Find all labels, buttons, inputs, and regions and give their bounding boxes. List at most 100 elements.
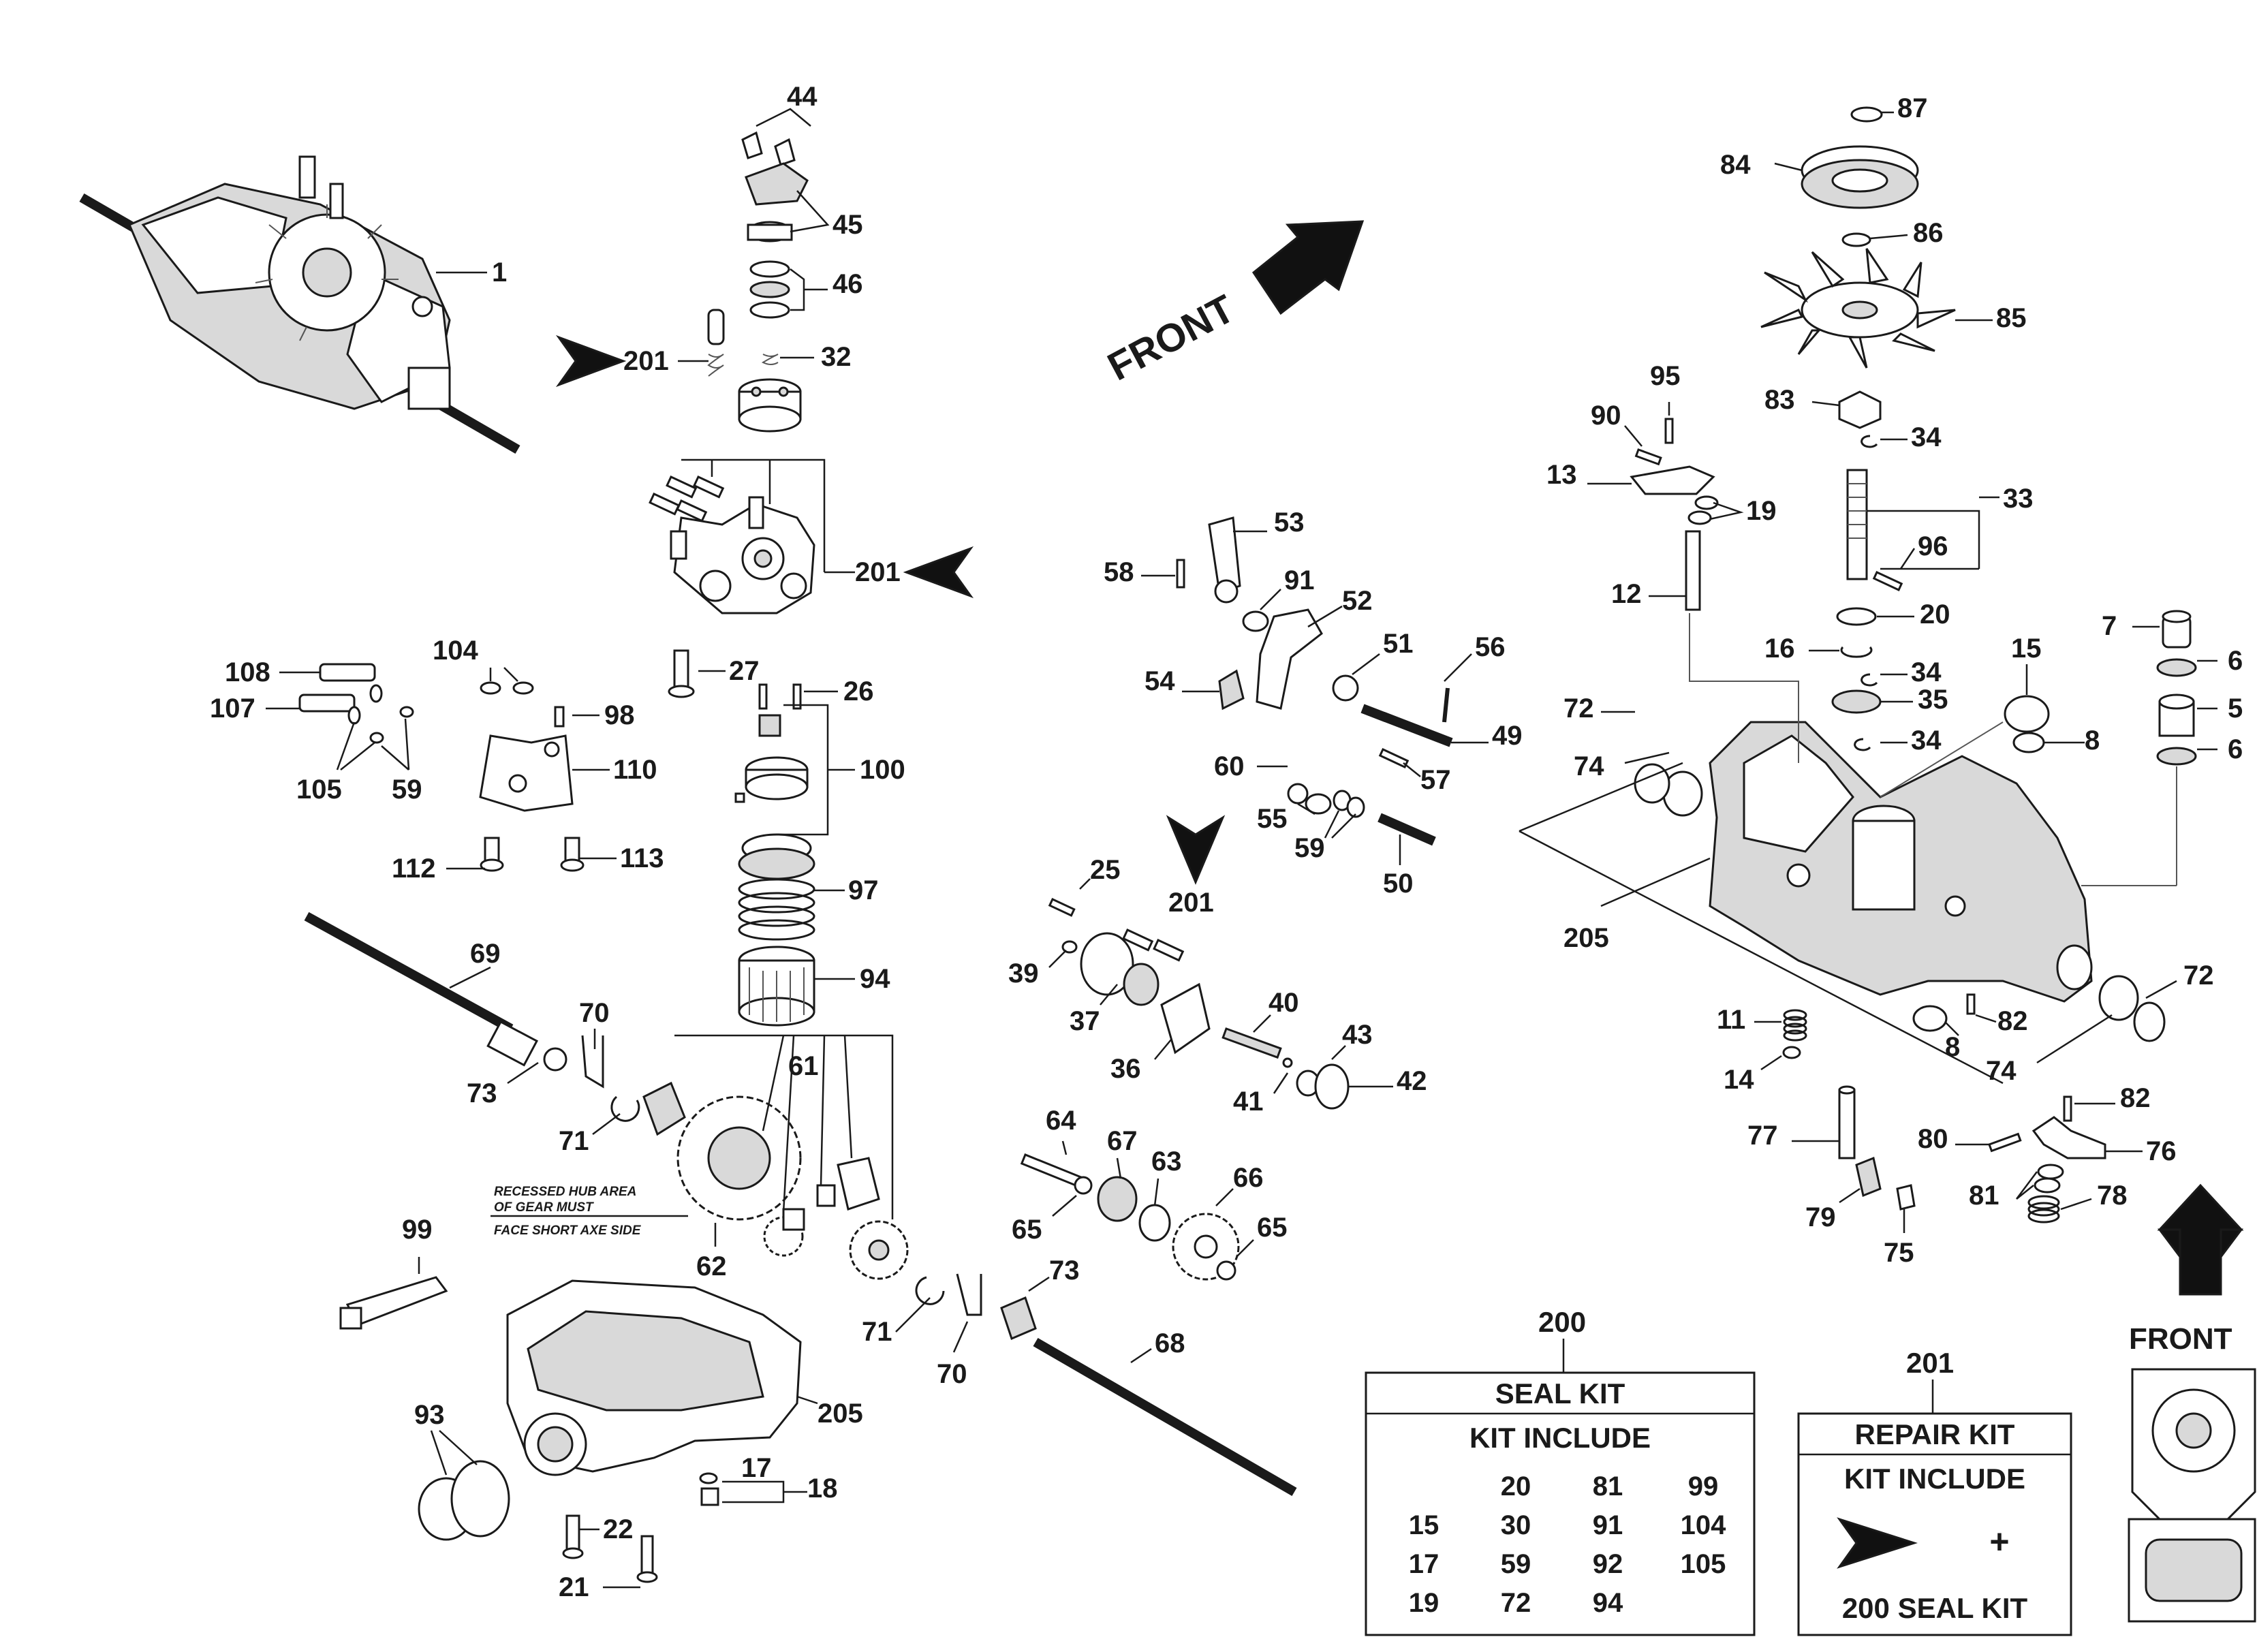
callout-1: 1 xyxy=(492,258,507,287)
callout-63: 63 xyxy=(1151,1147,1182,1176)
seal-kit-title: SEAL KIT xyxy=(1495,1377,1625,1409)
callout-22: 22 xyxy=(603,1514,634,1544)
repair-kit-title: REPAIR KIT xyxy=(1855,1418,2015,1450)
callout-42: 42 xyxy=(1397,1066,1427,1096)
callout-65-a: 65 xyxy=(1012,1215,1042,1245)
callout-36: 36 xyxy=(1110,1054,1141,1084)
repair-kit-table: 201 REPAIR KIT KIT INCLUDE + 200 SEAL KI… xyxy=(1797,1347,2072,1636)
gear-orientation-note: RECESSED HUB AREA OF GEAR MUST FACE SHOR… xyxy=(491,1185,688,1238)
callout-52: 52 xyxy=(1342,586,1373,616)
callout-96: 96 xyxy=(1918,531,1948,561)
callout-37: 37 xyxy=(1070,1006,1100,1036)
callout-61: 61 xyxy=(788,1051,819,1081)
callout-97: 97 xyxy=(848,875,879,905)
callout-79: 79 xyxy=(1805,1202,1836,1232)
axle-and-gears xyxy=(304,911,1297,1497)
callout-20: 20 xyxy=(1920,599,1950,629)
filter-stack xyxy=(668,649,815,1027)
callout-77: 77 xyxy=(1747,1121,1778,1151)
callout-74-b: 74 xyxy=(1986,1056,2017,1086)
svg-text:17: 17 xyxy=(1409,1549,1439,1579)
callout-98: 98 xyxy=(604,700,635,730)
callout-21: 21 xyxy=(559,1572,589,1602)
callout-49: 49 xyxy=(1492,721,1523,751)
pump-parts-top xyxy=(707,131,809,433)
callout-59-b: 59 xyxy=(1294,833,1325,863)
repair-kit-subtitle: KIT INCLUDE xyxy=(1844,1463,2025,1495)
callout-8-b: 8 xyxy=(1945,1032,1960,1062)
callout-25: 25 xyxy=(1090,855,1121,885)
callout-80: 80 xyxy=(1918,1124,1948,1154)
seal-kit-table: 200 SEAL KIT KIT INCLUDE 20 81 99 15 30 … xyxy=(1365,1306,1756,1636)
callout-53: 53 xyxy=(1274,508,1305,537)
bearing-parts xyxy=(2004,610,2197,766)
callout-70-b: 70 xyxy=(937,1359,967,1389)
callout-64: 64 xyxy=(1046,1106,1076,1136)
callout-70-a: 70 xyxy=(579,998,610,1028)
callout-68: 68 xyxy=(1155,1328,1185,1358)
callout-11: 11 xyxy=(1717,1005,1745,1035)
svg-text:81: 81 xyxy=(1593,1471,1623,1501)
callout-90: 90 xyxy=(1591,401,1621,431)
callout-14: 14 xyxy=(1724,1065,1754,1095)
callout-72-a: 72 xyxy=(1563,693,1594,723)
svg-text:91: 91 xyxy=(1593,1510,1623,1540)
right-housing xyxy=(1634,721,2166,1042)
callout-113: 113 xyxy=(620,843,664,873)
callout-43: 43 xyxy=(1342,1020,1373,1050)
callout-100: 100 xyxy=(860,755,905,785)
callout-26: 26 xyxy=(843,676,874,706)
callout-201-a: 201 xyxy=(623,346,669,376)
callout-104: 104 xyxy=(433,636,478,666)
callout-51: 51 xyxy=(1383,629,1414,659)
callout-66: 66 xyxy=(1233,1163,1264,1193)
callout-46: 46 xyxy=(832,269,863,299)
callout-60: 60 xyxy=(1214,751,1245,781)
svg-text:19: 19 xyxy=(1409,1588,1439,1618)
callout-12: 12 xyxy=(1611,579,1642,609)
callout-40: 40 xyxy=(1268,988,1299,1018)
callout-110: 110 xyxy=(613,755,657,785)
callout-18: 18 xyxy=(807,1474,838,1503)
transaxle-assembly-illustration xyxy=(79,155,520,454)
callout-55: 55 xyxy=(1257,804,1288,834)
callout-205-a: 205 xyxy=(818,1399,863,1429)
lower-housing xyxy=(339,1276,802,1583)
callout-78: 78 xyxy=(2097,1181,2128,1211)
svg-text:OF GEAR MUST: OF GEAR MUST xyxy=(494,1200,594,1215)
callout-69: 69 xyxy=(470,939,501,969)
svg-text:FRONT: FRONT xyxy=(2129,1322,2232,1356)
callout-16: 16 xyxy=(1764,634,1795,664)
callout-82-b: 82 xyxy=(2120,1083,2151,1113)
callout-13: 13 xyxy=(1546,460,1577,490)
callout-71-b: 71 xyxy=(862,1317,892,1347)
callout-73-a: 73 xyxy=(467,1078,497,1108)
linkage-parts xyxy=(1782,1009,2106,1224)
callout-91: 91 xyxy=(1284,565,1315,595)
svg-text:59: 59 xyxy=(1501,1549,1531,1579)
svg-text:99: 99 xyxy=(1688,1471,1719,1501)
svg-text:105: 105 xyxy=(1681,1549,1726,1579)
callout-75: 75 xyxy=(1884,1238,1914,1268)
callout-65-b: 65 xyxy=(1257,1213,1288,1243)
callout-34-c: 34 xyxy=(1911,726,1942,755)
callout-57: 57 xyxy=(1420,765,1451,795)
callout-33: 33 xyxy=(2003,484,2034,514)
front-arrow-vertical: FRONT xyxy=(2129,1183,2244,1356)
svg-text:20: 20 xyxy=(1501,1471,1531,1501)
repair-kit-plus: + xyxy=(1989,1523,2009,1561)
callout-32: 32 xyxy=(821,342,852,372)
callout-34-b: 34 xyxy=(1911,657,1942,687)
callout-85: 85 xyxy=(1996,303,2027,333)
callout-27: 27 xyxy=(729,656,760,686)
svg-text:92: 92 xyxy=(1593,1549,1623,1579)
front-arrow-diagonal: FRONT xyxy=(1101,220,1365,389)
control-arm-parts xyxy=(1630,418,1719,611)
callout-95: 95 xyxy=(1650,361,1681,391)
callout-54: 54 xyxy=(1145,666,1175,696)
mower-illustration xyxy=(2128,1368,2256,1623)
callout-50: 50 xyxy=(1383,869,1414,899)
callout-35: 35 xyxy=(1918,685,1948,715)
callout-83: 83 xyxy=(1764,385,1795,415)
